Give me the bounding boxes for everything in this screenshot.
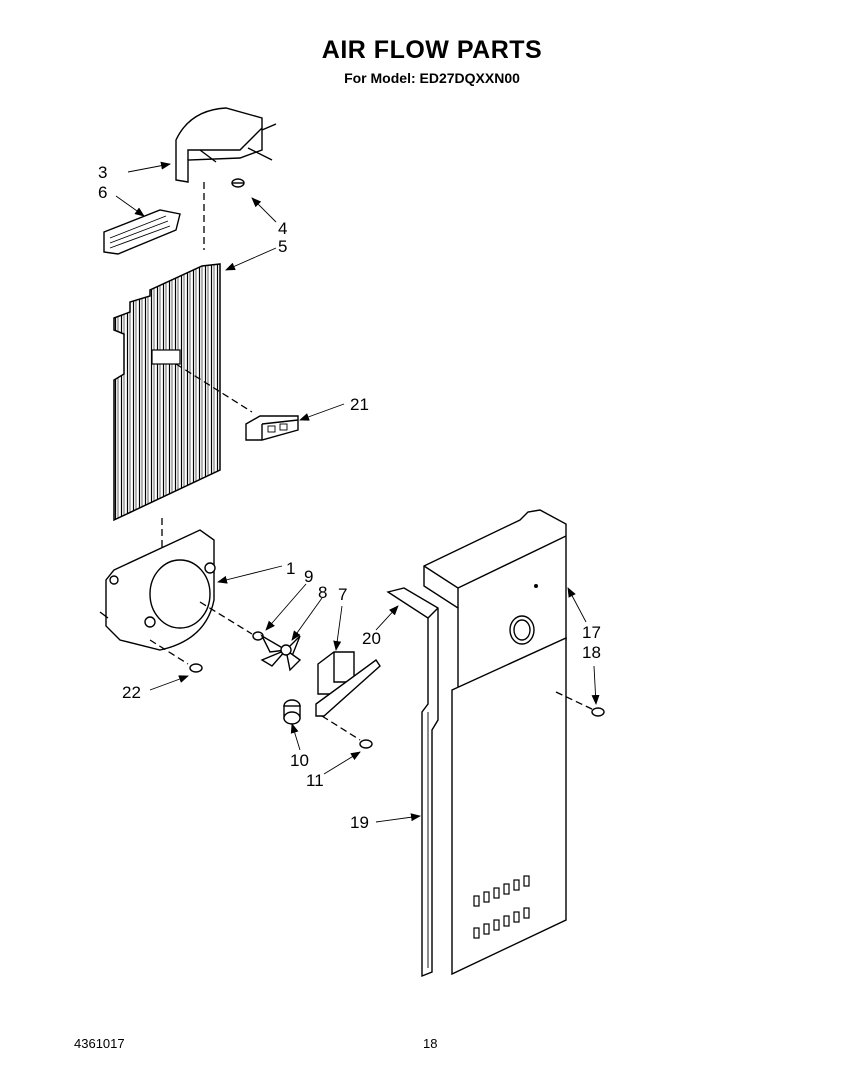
- screw-part-4: [231, 178, 245, 188]
- callout-label: 10: [290, 751, 309, 770]
- back-panel-part: [423, 509, 567, 722]
- bracket-part: [245, 415, 299, 441]
- document-number: 4361017: [74, 1036, 125, 1051]
- callout-label: 20: [362, 629, 381, 648]
- callout-label: 1: [286, 559, 295, 578]
- page-number: 18: [423, 1036, 438, 1051]
- callout-label: 18: [582, 643, 601, 662]
- callout-label: 17: [582, 623, 601, 642]
- callout-label: 4: [278, 219, 287, 238]
- callout-label: 11: [306, 771, 324, 790]
- air-duct-part: [175, 107, 277, 250]
- callout-label: 22: [122, 683, 141, 702]
- evaporator-cover-part: [113, 263, 253, 548]
- callout-label: 21: [350, 395, 369, 414]
- callout-label: 9: [304, 567, 313, 586]
- screw-part-22: [149, 639, 203, 673]
- screw-part-18: [555, 691, 605, 717]
- fan-shroud-part: [99, 529, 253, 651]
- callout-label: 19: [350, 813, 369, 832]
- grille-part: [103, 209, 181, 255]
- callout-label: 3: [98, 163, 107, 182]
- grommet-part: [283, 699, 301, 725]
- leader-arrows: [115, 161, 600, 823]
- model-subtitle: For Model: ED27DQXXN00: [344, 70, 520, 86]
- divider-strip-part: [386, 587, 439, 978]
- callout-label: 8: [318, 583, 327, 602]
- callout-label: 6: [98, 183, 107, 202]
- fan-motor-part: [315, 651, 381, 741]
- callout-label: 5: [278, 237, 287, 256]
- fan-blade-part: [252, 631, 302, 672]
- screw-part-11: [359, 739, 373, 749]
- page-title: AIR FLOW PARTS: [321, 36, 543, 64]
- callout-label: 7: [338, 585, 347, 604]
- lower-panel-part: [451, 636, 567, 976]
